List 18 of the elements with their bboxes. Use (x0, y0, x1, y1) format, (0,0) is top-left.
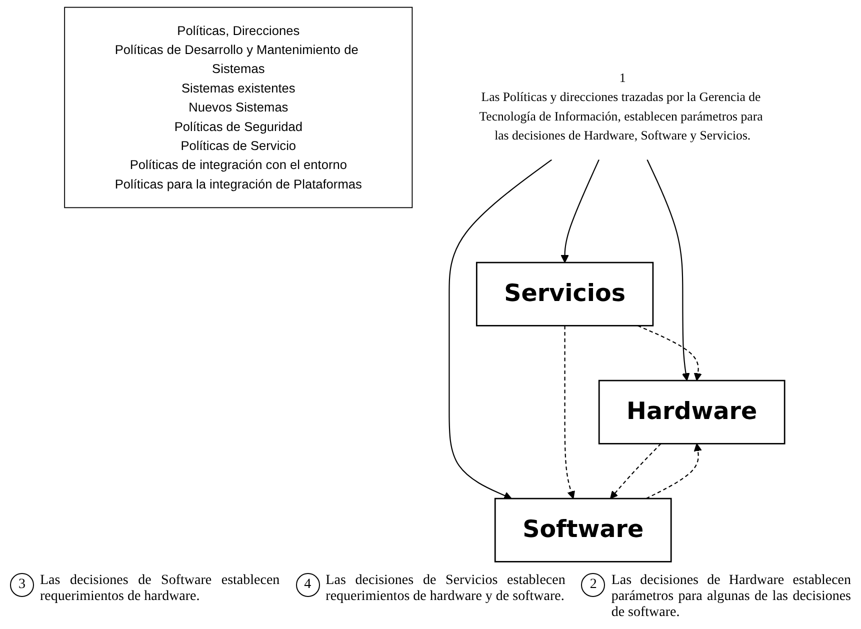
arrow (637, 325, 702, 381)
arrow (448, 159, 552, 500)
arrow (564, 326, 576, 499)
arrow (646, 159, 690, 381)
callout-number: 3 (10, 573, 34, 597)
callout-number: 4 (296, 573, 320, 597)
node-text: 1 Las Políticas y direcciones trazadas por la Gerencia de Tecnología de Información, establecen parámetros para las decisiones de Hardware, Software y Servicios. (479, 72, 763, 144)
annotation-text: Las decisiones de Servicios establecen requerimientos de hardware y de software. (326, 573, 566, 605)
node-box: Políticas, Direcciones Políticas de Desarrollo y Mantenimiento de Sistemas Sistemas existentes Nuevos Sistemas Políticas de Seguridad Políticas de Servicio Políticas de integración con el entorno Políticas para la integración de Plataformas (64, 6, 413, 208)
arrow (560, 159, 600, 263)
node-box: Servicios (476, 262, 654, 326)
callout-number: 2 (581, 573, 606, 597)
node-box: Software (494, 498, 672, 562)
arrow (610, 443, 662, 499)
annotation-text: Las decisiones de Hardware establecen parámetros para algunas de las decisiones de software. (611, 573, 852, 621)
arrow (646, 443, 702, 500)
node-box: Hardware (598, 380, 786, 444)
annotation-text: Las decisiones de Software establecen requerimientos de hardware. (40, 573, 280, 605)
